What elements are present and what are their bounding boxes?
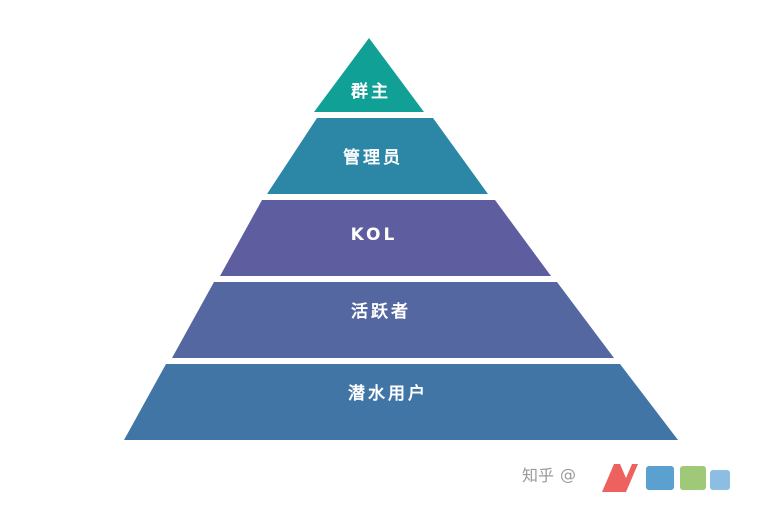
tier-2-shape: [267, 118, 488, 194]
tier-2-label: 管理员: [343, 147, 403, 168]
tier-5-shape: [124, 364, 678, 440]
tier-5-label: 潜水用户: [348, 383, 428, 404]
tier-3-label: KOL: [351, 225, 398, 245]
watermark-source: 知乎: [522, 466, 555, 485]
tier-4-label: 活跃者: [351, 301, 411, 322]
renren-logo-watermark-icon: [602, 464, 730, 492]
watermark-handle: @: [560, 464, 577, 484]
tier-4-shape: [172, 282, 614, 358]
tier-1-label: 群主: [351, 81, 391, 102]
tier-3-shape: [220, 200, 551, 276]
watermark: 知乎 @: [522, 460, 576, 488]
tier-1-shape: [314, 38, 424, 112]
